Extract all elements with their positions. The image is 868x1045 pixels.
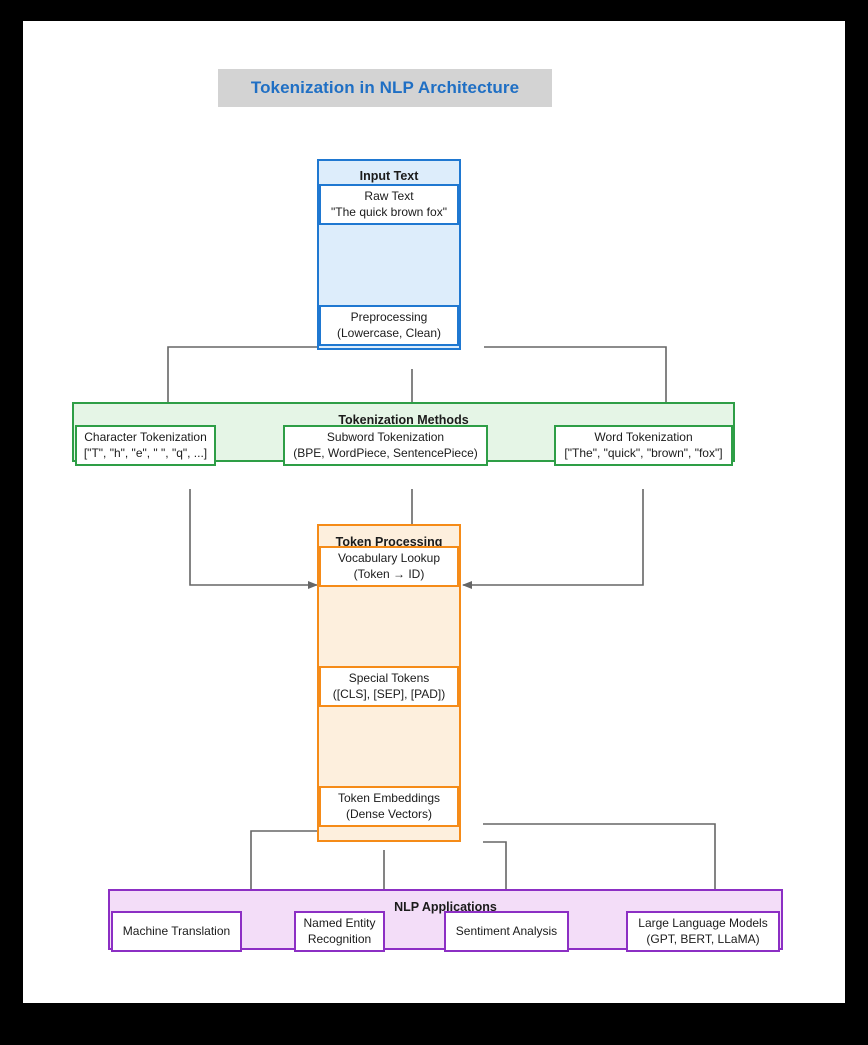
node-preprocessing-line1: Preprocessing (350, 310, 428, 325)
node-named-entity-recognition-line2: Recognition (307, 931, 372, 946)
node-character-tokenization[interactable]: Character Tokenization ["T", "h", "e", "… (75, 425, 216, 466)
diagram-canvas: Tokenization in NLP Architecture (23, 21, 845, 1003)
cluster-tokenization-methods-label: Tokenization Methods (338, 413, 469, 427)
node-word-tokenization-line1: Word Tokenization (594, 430, 693, 445)
node-named-entity-recognition-line1: Named Entity (303, 916, 376, 931)
page-title-banner: Tokenization in NLP Architecture (218, 69, 552, 107)
node-word-tokenization[interactable]: Word Tokenization ["The", "quick", "brow… (554, 425, 733, 466)
node-character-tokenization-line1: Character Tokenization (84, 430, 207, 445)
node-machine-translation-line1: Machine Translation (122, 923, 231, 938)
node-subword-tokenization[interactable]: Subword Tokenization (BPE, WordPiece, Se… (283, 425, 488, 466)
node-vocabulary-lookup-line1: Vocabulary Lookup (337, 551, 441, 566)
node-vocabulary-lookup-line2: (Token → ID) (353, 566, 425, 581)
node-vocabulary-lookup[interactable]: Vocabulary Lookup (Token → ID) (319, 546, 459, 587)
node-special-tokens[interactable]: Special Tokens ([CLS], [SEP], [PAD]) (319, 666, 459, 707)
node-sentiment-analysis[interactable]: Sentiment Analysis (444, 911, 569, 952)
node-raw-text[interactable]: Raw Text "The quick brown fox" (319, 184, 459, 225)
node-raw-text-line1: Raw Text (364, 189, 414, 204)
node-word-tokenization-line2: ["The", "quick", "brown", "fox"] (564, 445, 723, 460)
node-preprocessing-line2: (Lowercase, Clean) (336, 325, 442, 340)
edge-word-tok-to-vocab-lookup (462, 489, 644, 589)
node-raw-text-line2: "The quick brown fox" (331, 204, 447, 219)
node-token-embeddings[interactable]: Token Embeddings (Dense Vectors) (319, 786, 459, 827)
edge-char-tok-to-vocab-lookup (189, 489, 318, 589)
node-character-tokenization-line2: ["T", "h", "e", " ", "q", ...] (83, 445, 208, 460)
node-special-tokens-line1: Special Tokens (348, 671, 430, 686)
node-large-language-models-line1: Large Language Models (638, 916, 768, 931)
diagram-frame: Tokenization in NLP Architecture (23, 21, 845, 1003)
node-subword-tokenization-line1: Subword Tokenization (326, 430, 445, 445)
page-title: Tokenization in NLP Architecture (250, 78, 520, 97)
cluster-nlp-applications-label: NLP Applications (394, 900, 497, 914)
node-preprocessing[interactable]: Preprocessing (Lowercase, Clean) (319, 305, 459, 346)
node-large-language-models[interactable]: Large Language Models (GPT, BERT, LLaMA) (626, 911, 780, 952)
node-token-embeddings-line2: (Dense Vectors) (345, 806, 433, 821)
cluster-token-processing-label: Token Processing (335, 535, 443, 549)
node-subword-tokenization-line2: (BPE, WordPiece, SentencePiece) (293, 445, 478, 460)
node-machine-translation[interactable]: Machine Translation (111, 911, 242, 952)
cluster-input-text-label: Input Text (359, 169, 419, 183)
node-token-embeddings-line1: Token Embeddings (337, 791, 441, 806)
node-large-language-models-line2: (GPT, BERT, LLaMA) (646, 931, 760, 946)
node-named-entity-recognition[interactable]: Named Entity Recognition (294, 911, 385, 952)
node-sentiment-analysis-line1: Sentiment Analysis (455, 923, 558, 938)
node-special-tokens-line2: ([CLS], [SEP], [PAD]) (332, 686, 446, 701)
